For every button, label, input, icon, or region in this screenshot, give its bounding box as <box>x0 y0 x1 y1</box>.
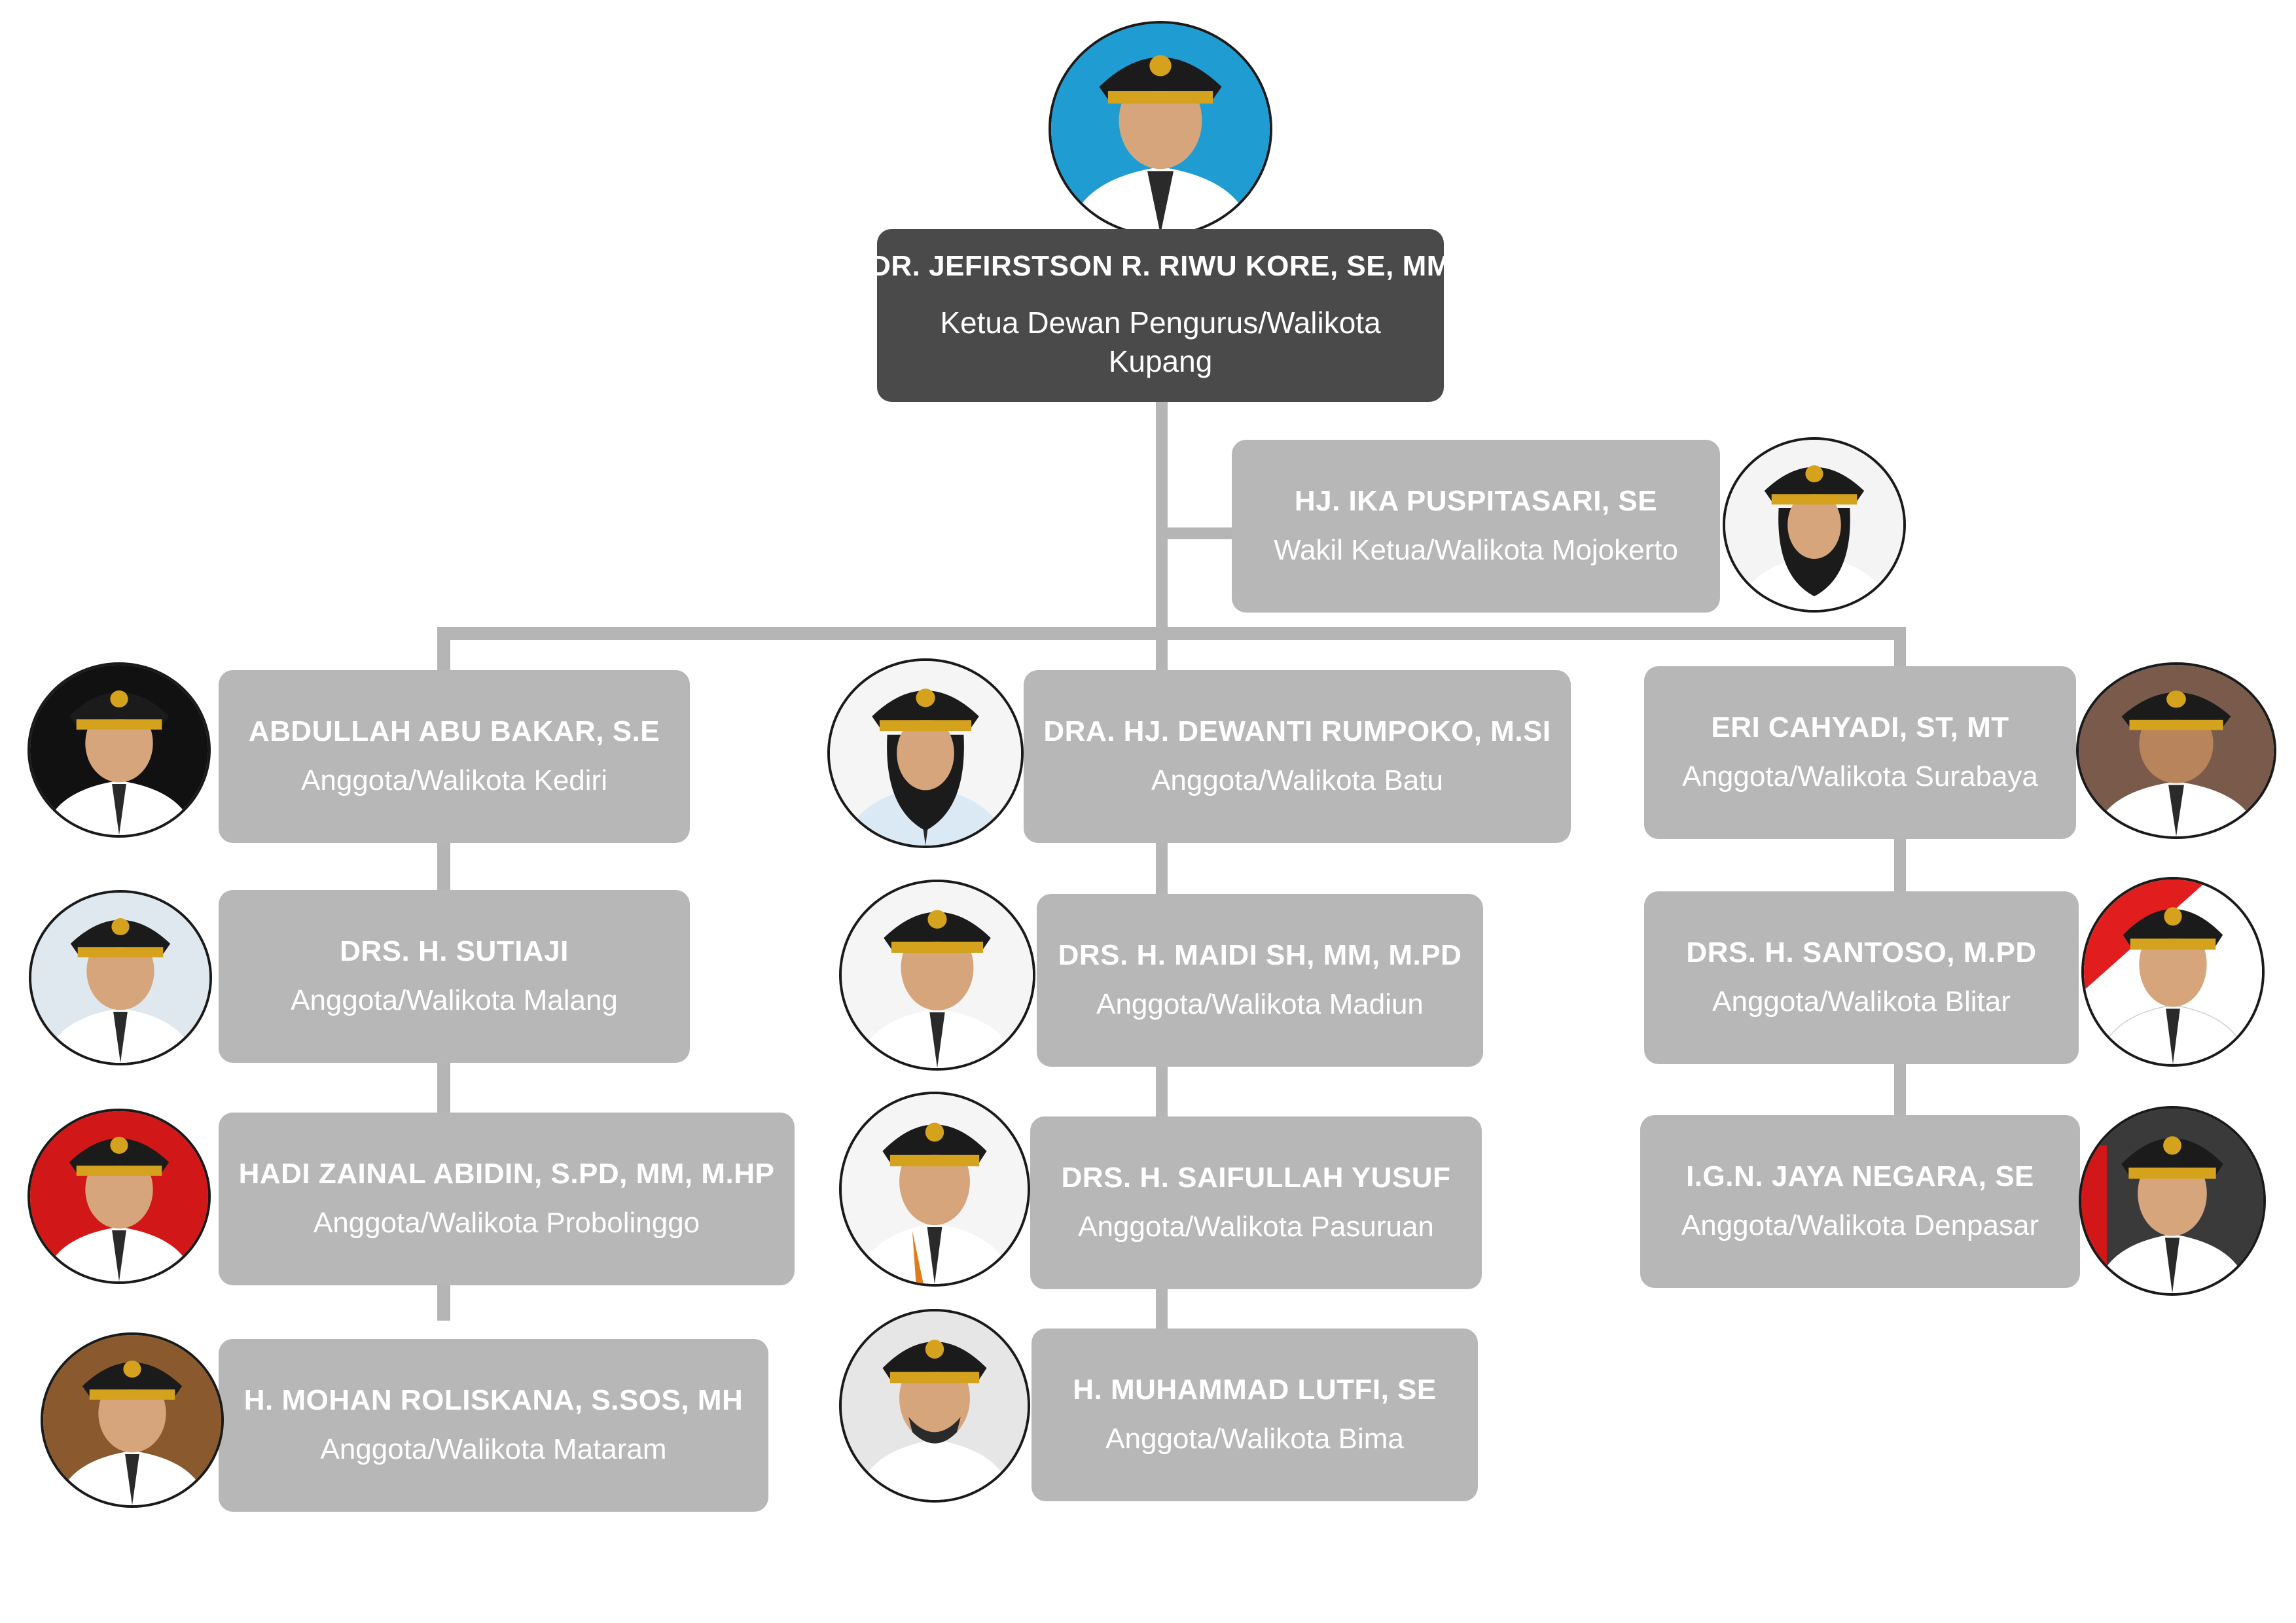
member-name: DRS. H. MAIDI SH, MM, M.PD <box>1058 939 1462 972</box>
vice-avatar <box>1723 437 1906 613</box>
member-card: I.G.N. JAYA NEGARA, SE Anggota/Walikota … <box>1640 1115 2080 1288</box>
member-card: ERI CAHYADI, ST, MT Anggota/Walikota Sur… <box>1644 666 2076 839</box>
member-name: H. MOHAN ROLISKANA, S.SOS, MH <box>243 1384 744 1417</box>
member-name: H. MUHAMMAD LUTFI, SE <box>1073 1374 1437 1406</box>
chair-avatar <box>1049 21 1272 237</box>
member-card: DRA. HJ. DEWANTI RUMPOKO, M.SI Anggota/W… <box>1024 670 1571 843</box>
portrait-icon <box>842 1094 1028 1284</box>
vice-card: HJ. IKA PUSPITASARI, SE Wakil Ketua/Wali… <box>1232 440 1720 613</box>
portrait-icon <box>830 661 1021 846</box>
member-role: Anggota/Walikota Surabaya <box>1682 760 2038 793</box>
vice-role: Wakil Ketua/Walikota Mojokerto <box>1274 534 1678 566</box>
member-role: Anggota/Walikota Batu <box>1151 764 1443 796</box>
member-name: DRS. H. SANTOSO, M.PD <box>1686 936 2037 969</box>
member-avatar <box>827 658 1024 848</box>
member-name: DRA. HJ. DEWANTI RUMPOKO, M.SI <box>1043 715 1551 748</box>
member-avatar <box>2079 1106 2266 1296</box>
member-card: H. MOHAN ROLISKANA, S.SOS, MH Anggota/Wa… <box>219 1339 768 1512</box>
member-avatar <box>2076 662 2276 839</box>
portrait-icon <box>30 665 208 835</box>
member-role: Anggota/Walikota Madiun <box>1096 988 1424 1020</box>
member-card: DRS. H. MAIDI SH, MM, M.PD Anggota/Walik… <box>1037 894 1483 1067</box>
member-role: Anggota/Walikota Denpasar <box>1681 1209 2039 1241</box>
member-name: I.G.N. JAYA NEGARA, SE <box>1686 1160 2034 1193</box>
vice-name: HJ. IKA PUSPITASARI, SE <box>1294 485 1658 518</box>
portrait-icon <box>842 1311 1028 1500</box>
portrait-icon <box>1051 24 1270 234</box>
member-name: ERI CAHYADI, ST, MT <box>1711 711 2009 744</box>
portrait-icon <box>43 1335 221 1505</box>
member-name: ABDULLAH ABU BAKAR, S.E <box>248 715 660 748</box>
member-card: DRS. H. SUTIAJI Anggota/Walikota Malang <box>219 890 690 1063</box>
member-name: DRS. H. SUTIAJI <box>340 935 569 968</box>
member-card: HADI ZAINAL ABIDIN, S.PD, MM, M.HP Anggo… <box>219 1113 795 1285</box>
chair-role: Ketua Dewan Pengurus/Walikota Kupang <box>940 305 1381 379</box>
member-avatar <box>29 890 212 1065</box>
member-role: Anggota/Walikota Malang <box>291 984 618 1016</box>
portrait-icon <box>1725 440 1903 610</box>
portrait-icon <box>2079 665 2274 836</box>
portrait-icon <box>31 893 209 1063</box>
member-avatar <box>839 1309 1030 1503</box>
chair-name: DR. JEFIRSTSON R. RIWU KORE, SE, MM <box>870 249 1451 282</box>
vice-connector <box>1156 527 1232 539</box>
member-avatar <box>27 662 211 838</box>
member-avatar <box>839 880 1035 1071</box>
portrait-icon <box>30 1111 208 1281</box>
portrait-icon <box>842 882 1033 1068</box>
member-name: DRS. H. SAIFULLAH YUSUF <box>1061 1162 1451 1194</box>
member-role: Anggota/Walikota Bima <box>1105 1423 1404 1455</box>
member-avatar <box>27 1109 211 1284</box>
trunk-line <box>1156 398 1168 647</box>
chair-card: DR. JEFIRSTSON R. RIWU KORE, SE, MM Ketu… <box>870 229 1450 402</box>
member-role: Anggota/Walikota Mataram <box>320 1433 667 1465</box>
member-name: HADI ZAINAL ABIDIN, S.PD, MM, M.HP <box>238 1158 775 1190</box>
horizontal-bus <box>437 627 1906 640</box>
member-card: ABDULLAH ABU BAKAR, S.E Anggota/Walikota… <box>219 670 690 843</box>
member-avatar <box>41 1332 224 1508</box>
portrait-icon <box>2081 1109 2263 1293</box>
member-card: DRS. H. SAIFULLAH YUSUF Anggota/Walikota… <box>1030 1116 1482 1289</box>
member-avatar <box>839 1092 1030 1287</box>
member-card: DRS. H. SANTOSO, M.PD Anggota/Walikota B… <box>1644 891 2079 1064</box>
portrait-icon <box>2084 880 2262 1064</box>
member-avatar <box>2081 877 2265 1067</box>
member-role: Anggota/Walikota Probolinggo <box>313 1207 700 1239</box>
member-role: Anggota/Walikota Kediri <box>301 764 607 796</box>
member-role: Anggota/Walikota Blitar <box>1712 986 2011 1018</box>
member-card: H. MUHAMMAD LUTFI, SE Anggota/Walikota B… <box>1031 1329 1478 1501</box>
member-role: Anggota/Walikota Pasuruan <box>1078 1211 1434 1243</box>
